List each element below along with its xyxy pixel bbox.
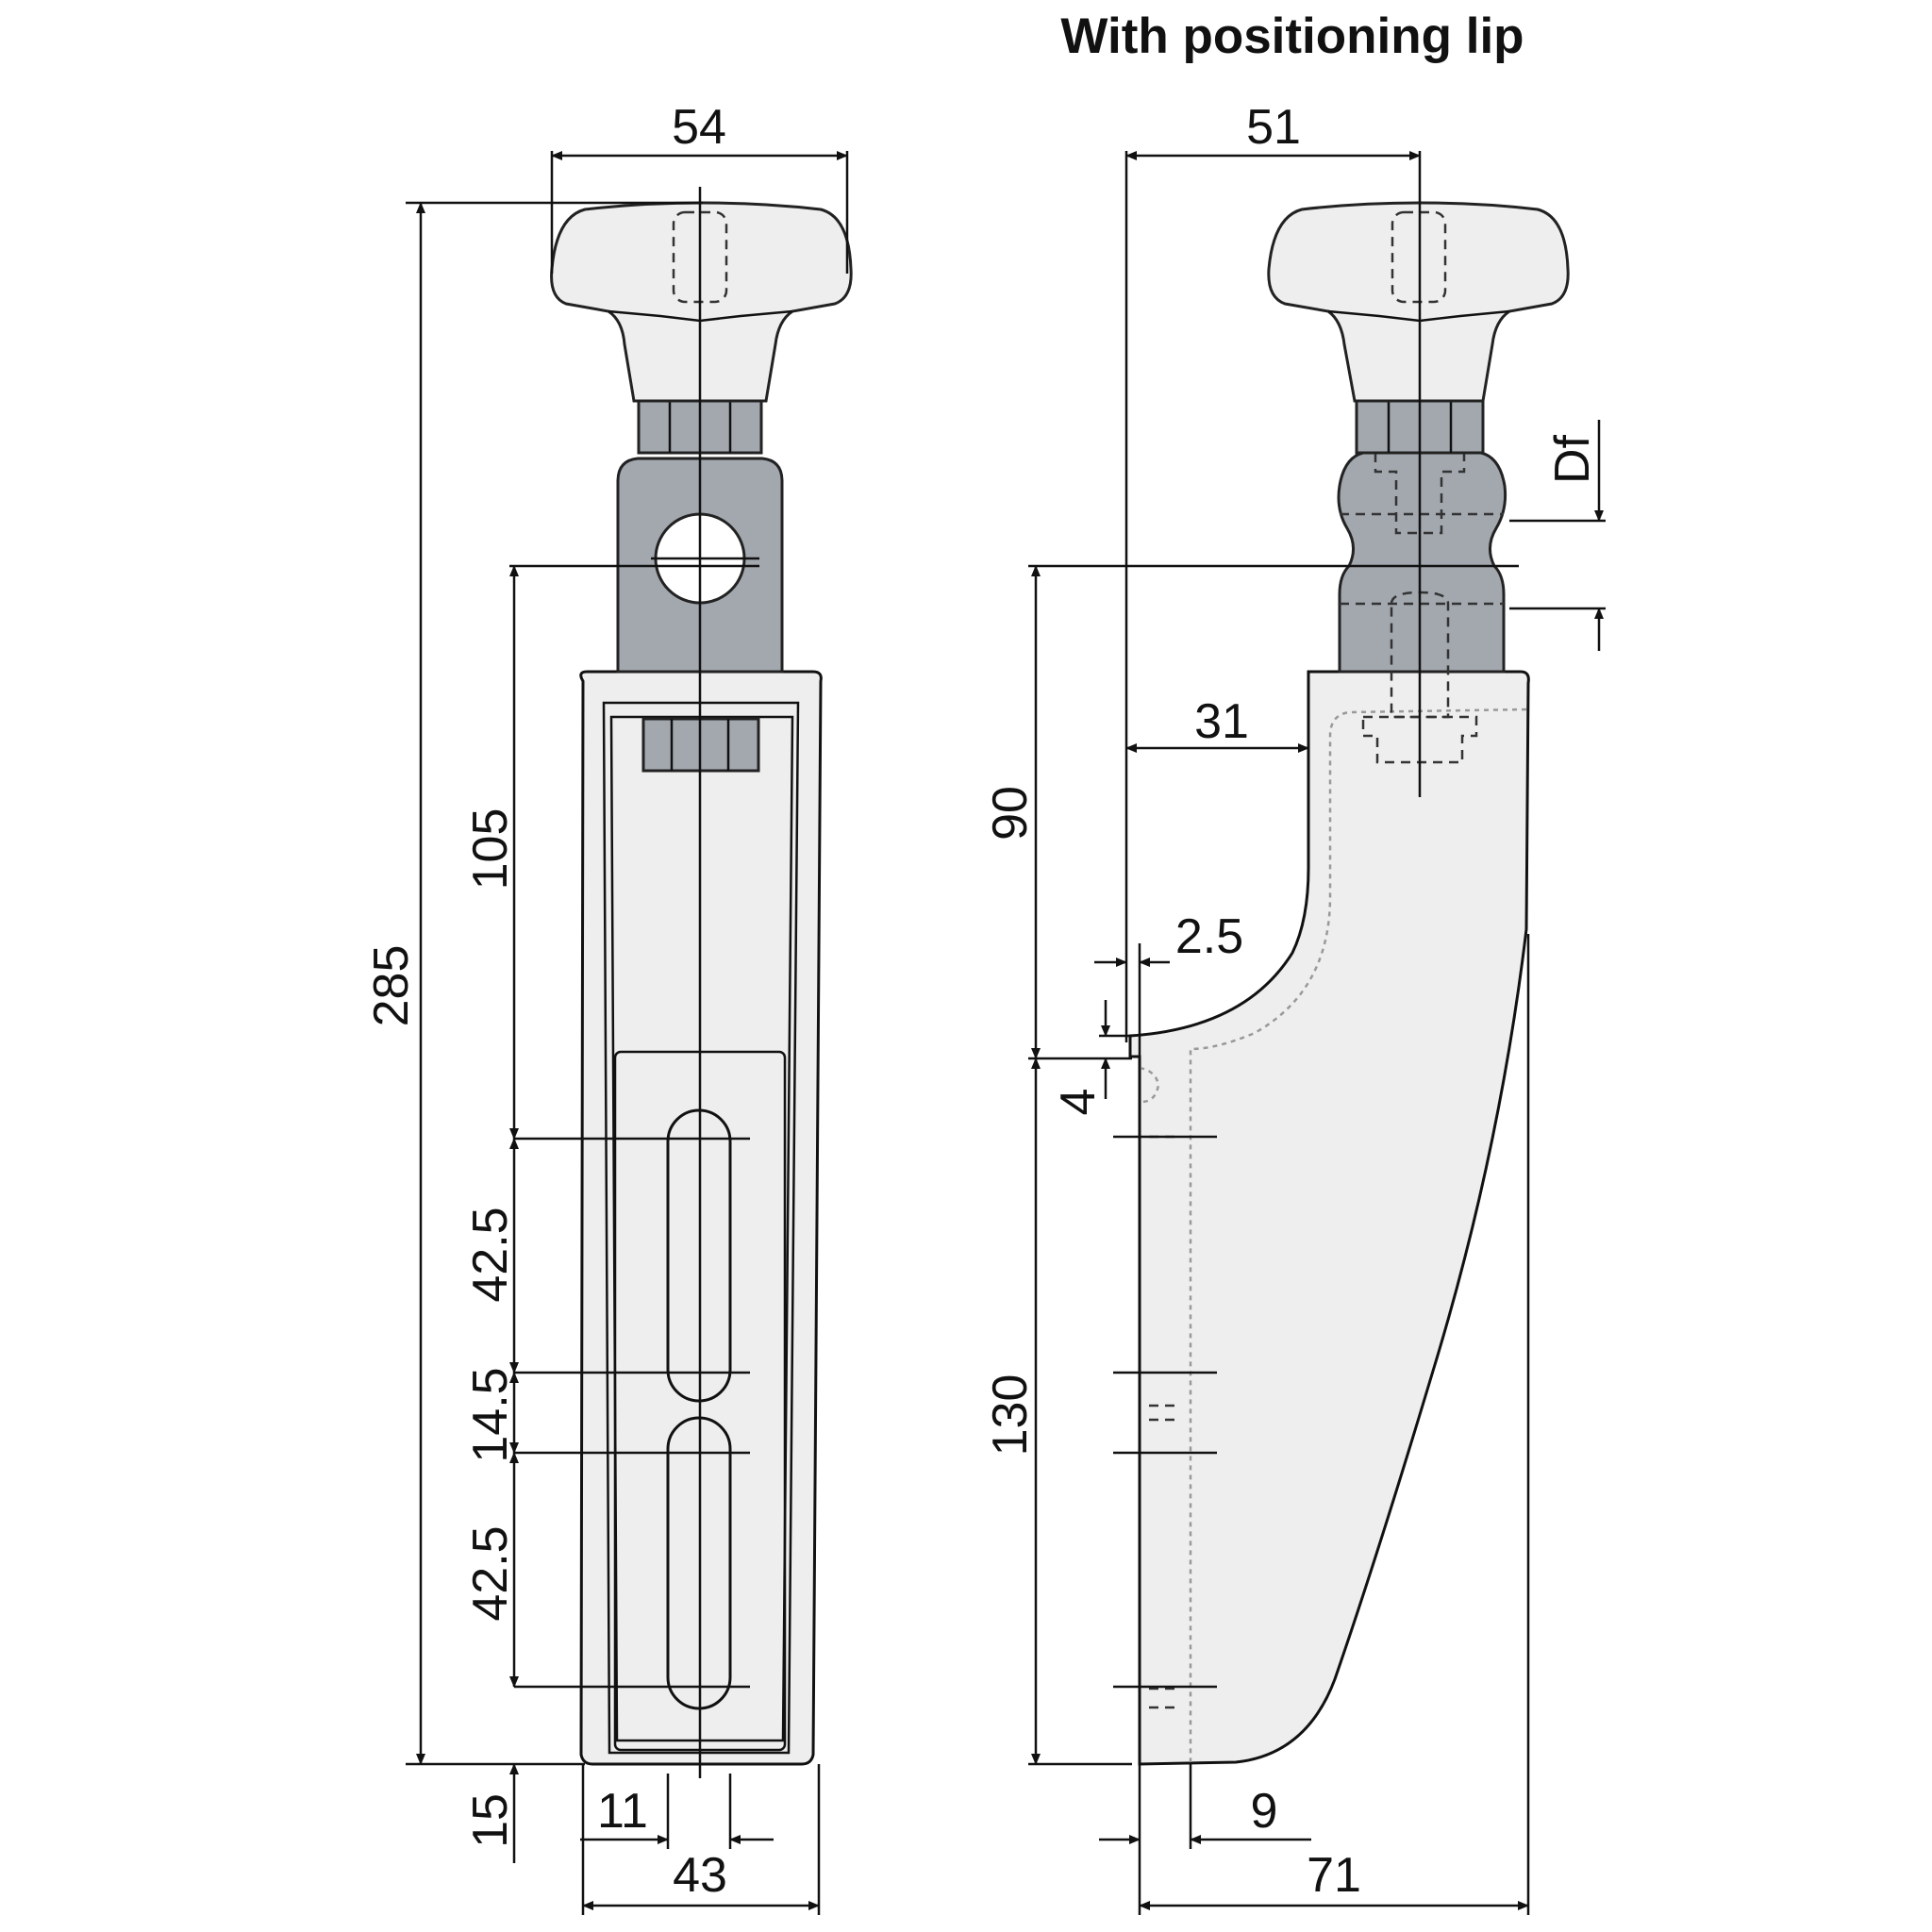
side-clevis (1337, 451, 1507, 674)
dim-130: 130 (983, 1374, 1038, 1457)
front-dimensions: 54 285 105 42.5 14.5 42.5 15 11 (364, 100, 849, 1915)
dim-11: 11 (597, 1784, 648, 1839)
dim-15: 15 (463, 1793, 518, 1848)
side-inner-outline (1189, 708, 1527, 1762)
side-view (1128, 151, 1570, 1766)
dim-285: 285 (364, 945, 419, 1027)
dim-71: 71 (1307, 1848, 1361, 1903)
dim-4: 4 (1051, 1089, 1106, 1116)
side-dimensions: 51 Df 31 90 2.5 4 130 (983, 100, 1606, 1915)
dim-43: 43 (673, 1848, 727, 1903)
dim-42-5-lower: 42.5 (463, 1525, 518, 1621)
front-view (550, 187, 853, 1778)
front-inner-frame-2 (602, 701, 800, 1755)
dim-31: 31 (1194, 694, 1249, 749)
diagram-title: With positioning lip (1060, 8, 1524, 64)
dim-42-5-upper: 42.5 (463, 1207, 518, 1302)
dim-2-5: 2.5 (1175, 909, 1243, 964)
dim-14-5: 14.5 (463, 1367, 518, 1462)
dim-df: Df (1545, 434, 1600, 484)
dim-90: 90 (983, 786, 1038, 841)
side-body (1128, 670, 1530, 1766)
dim-105: 105 (463, 808, 518, 891)
dim-51: 51 (1246, 100, 1301, 155)
dim-9: 9 (1251, 1784, 1278, 1839)
dim-54: 54 (672, 100, 726, 155)
